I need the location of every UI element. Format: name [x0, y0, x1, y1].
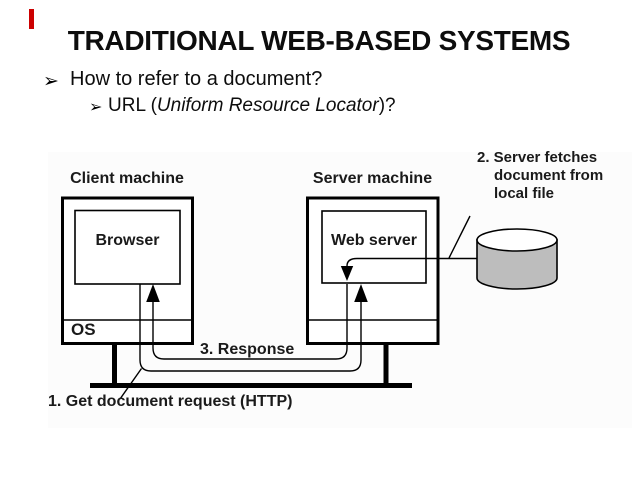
- request-arrowhead: [354, 284, 368, 302]
- disk-top: [476, 228, 558, 252]
- disk-body: [476, 239, 558, 290]
- bullet-1-text: How to refer to a document?: [70, 68, 323, 90]
- step1-pointer-line: [119, 368, 143, 400]
- bullet-2-text: URL (Uniform Resource Locator)?: [108, 95, 396, 117]
- bullet-2-suffix: )?: [378, 95, 396, 116]
- step2-line-3: local file: [494, 185, 555, 202]
- fetch-path: [346, 257, 477, 267]
- response-arrowhead: [146, 284, 160, 302]
- browser-label: Browser: [95, 232, 160, 249]
- request-path: [139, 284, 362, 372]
- step2-line-2: document from: [494, 167, 604, 184]
- slide-accent-mark: [29, 9, 34, 29]
- step3-response-label: 3. Response: [200, 341, 295, 358]
- web-server-label: Web server: [331, 232, 417, 249]
- slide-title: TRADITIONAL WEB-BASED SYSTEMS: [67, 25, 571, 56]
- server-machine-label: Server machine: [312, 170, 433, 187]
- bullet-2-italic: Uniform Resource Locator: [156, 95, 379, 116]
- response-path: [152, 284, 348, 360]
- fetch-arrowhead: [340, 266, 354, 281]
- step1-request-label: 1. Get document request (HTTP): [48, 393, 293, 410]
- os-label: OS: [71, 320, 96, 339]
- local-file-disk-icon: [476, 228, 558, 290]
- step2-pointer-line: [448, 215, 471, 259]
- sub-bullet-arrow-icon: ➢: [89, 99, 103, 116]
- bullet-2-prefix: URL (: [108, 95, 157, 116]
- browser-box: [74, 209, 181, 285]
- step2-fetch-label: 2. Server fetches document from local fi…: [477, 149, 603, 203]
- step2-line-1: 2. Server fetches: [477, 149, 598, 166]
- bullet-arrow-icon: ➢: [43, 71, 59, 92]
- web-server-box: [321, 210, 427, 284]
- client-machine-label: Client machine: [70, 170, 184, 187]
